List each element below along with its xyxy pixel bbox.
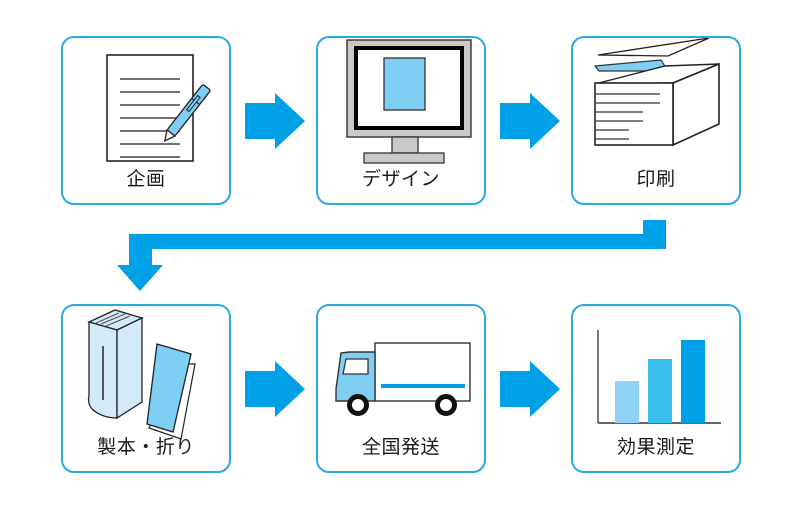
right-arrow-icon	[500, 93, 560, 149]
step-planning: 企画	[61, 36, 231, 205]
right-arrow-icon	[500, 361, 560, 417]
bar-2	[648, 359, 672, 423]
step-label: 製本・折り	[97, 436, 195, 458]
step-label: 企画	[126, 168, 166, 190]
truck-icon	[335, 342, 471, 416]
right-arrow-icon	[245, 361, 305, 417]
step-design: デザイン	[316, 36, 486, 205]
step-measurement: 効果測定	[571, 304, 741, 473]
step-label: 印刷	[636, 168, 676, 190]
right-arrow-icon	[245, 93, 305, 149]
bar-3	[681, 340, 705, 423]
document-pen-icon	[106, 54, 211, 162]
step-binding-folding: 製本・折り	[61, 304, 231, 473]
step-label: 効果測定	[616, 436, 695, 458]
bar-1	[615, 381, 639, 423]
step-shipping: 全国発送	[316, 304, 486, 473]
printer-icon	[593, 38, 720, 147]
book-fold-icon	[87, 309, 196, 440]
monitor-icon	[346, 39, 472, 164]
step-printing: 印刷	[571, 36, 741, 205]
step-label: 全国発送	[361, 436, 440, 458]
bar-chart-icon	[597, 330, 721, 424]
step-label: デザイン	[361, 168, 440, 190]
